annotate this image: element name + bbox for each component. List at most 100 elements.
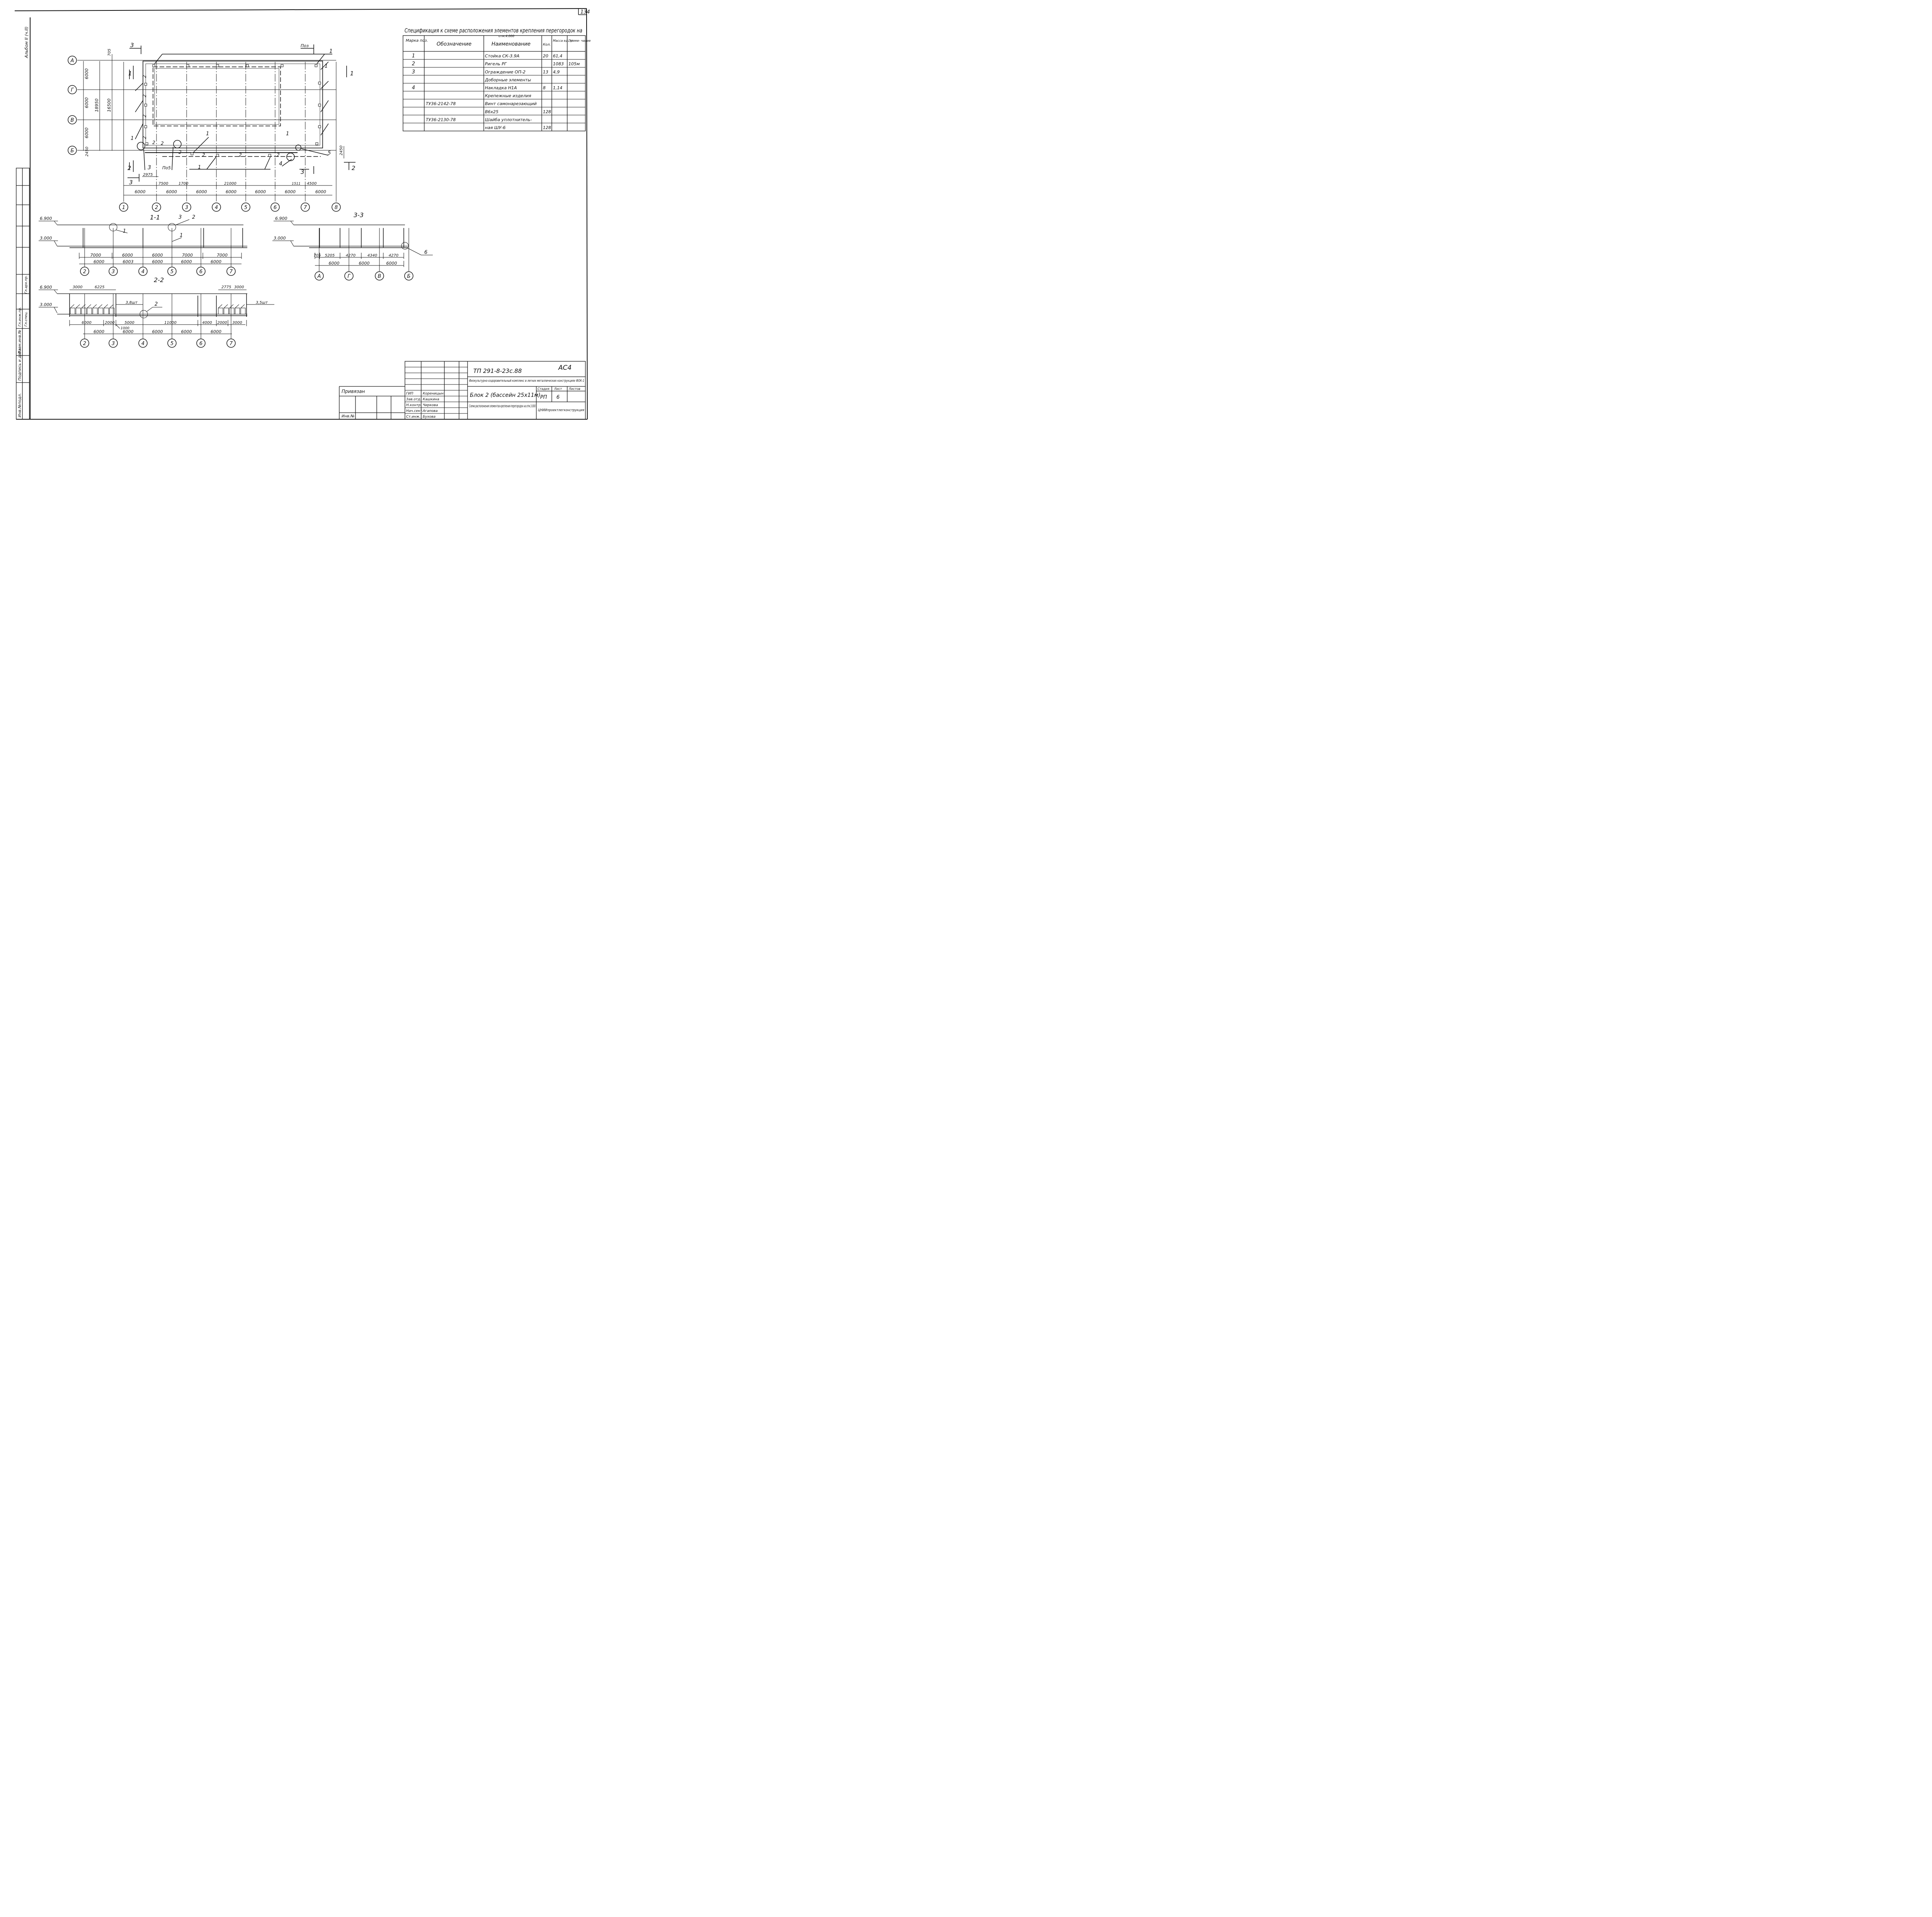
title-block-role: ГИП bbox=[406, 392, 413, 396]
plan-riegel-label: 2 bbox=[277, 152, 280, 158]
plan-post bbox=[216, 154, 219, 157]
plan-column-dim: 6000 bbox=[135, 189, 146, 194]
s11-axis-bubble-circle bbox=[109, 267, 118, 276]
plan-post bbox=[216, 64, 219, 67]
plan-callout-5: 5 bbox=[328, 150, 331, 156]
plan-sub-dim-6: 4500 bbox=[307, 182, 316, 186]
s22-panel-link bbox=[76, 304, 80, 308]
plan-row-bubble-label: Г bbox=[71, 87, 74, 93]
plan-column-bubble-circle bbox=[332, 202, 341, 212]
s33-axis-bubble-label: Б bbox=[407, 274, 411, 279]
plan-column-bubble-label: 8 bbox=[335, 205, 338, 211]
plan-column-bubble-circle bbox=[241, 202, 250, 212]
sheet-frame bbox=[14, 8, 588, 420]
plan-row-bubble-label: А bbox=[70, 58, 74, 64]
tb-stage: РП bbox=[540, 395, 547, 400]
spec-cell: 2 bbox=[412, 61, 415, 67]
s33-axis-bubble-label: Г bbox=[347, 274, 351, 279]
plan-column-bubble-label: 7 bbox=[304, 205, 307, 211]
spec-cell: 3 bbox=[412, 69, 415, 75]
spec-cell: ная ШУ-6 bbox=[485, 125, 505, 130]
spec-h-qty: Кол. bbox=[543, 43, 551, 47]
s11-axis-bubble-label: 3 bbox=[112, 269, 115, 275]
plan-sub-dim-2: 7500 bbox=[158, 182, 168, 186]
s22-axis-bubble-label: 4 bbox=[141, 341, 145, 347]
spec-cell: 1,14 bbox=[553, 85, 563, 90]
plan-column-dim: 6000 bbox=[166, 189, 177, 194]
s22-axis-bubble-circle bbox=[138, 338, 148, 348]
s33-dim-lower-value: 6000 bbox=[386, 261, 397, 266]
s33-dim-upper-value: 705 bbox=[313, 253, 321, 258]
s22-panel-link bbox=[104, 304, 108, 308]
side-stamp-glspec: Гл.спец. bbox=[24, 311, 28, 327]
plan-dimensions bbox=[83, 54, 344, 196]
s11-level-bottom: 3.000 bbox=[40, 236, 52, 241]
s11-dim-upper-value: 7000 bbox=[217, 253, 228, 258]
spec-row-lines bbox=[403, 59, 585, 131]
plan-post bbox=[144, 125, 147, 128]
s11-axis-bubble-circle bbox=[196, 267, 206, 276]
s22-panel-link bbox=[218, 304, 223, 308]
plan-column-dim: 6000 bbox=[196, 189, 207, 194]
plan-cut-3-right: 3 bbox=[301, 168, 304, 175]
s22-panel-link bbox=[87, 304, 91, 308]
plan-column-bubble-circle bbox=[152, 202, 161, 212]
s11-axis-bubble-circle bbox=[80, 267, 89, 276]
s22-dim-lower-value: 6000 bbox=[211, 329, 221, 334]
s22-axis-bubble-circle bbox=[226, 338, 236, 348]
s11-dim-lower-value: 6003 bbox=[123, 259, 134, 264]
plan-post bbox=[268, 154, 271, 157]
spec-cell: ТУ36-2142-78 bbox=[426, 101, 456, 106]
spec-cell: Крепежные изделия bbox=[485, 94, 531, 99]
s22-panel bbox=[218, 308, 223, 315]
title-block-rows bbox=[405, 367, 468, 414]
plan-row-dim-2: 6000 bbox=[84, 97, 89, 108]
plan-column-bubble-circle bbox=[212, 202, 221, 212]
s22-panel bbox=[229, 308, 235, 315]
s11-level-top: 6.900 bbox=[40, 216, 52, 221]
spec-cell: Винт самонарезающий bbox=[485, 101, 537, 106]
s33-axis-bubble-label: А bbox=[317, 274, 321, 279]
spec-cell: 4 bbox=[412, 85, 415, 91]
spec-title-sub: отм.4.000 bbox=[498, 34, 514, 38]
side-stamp-glinzh: Гл.инж.пр. bbox=[18, 307, 22, 327]
s11-callout-2: 2 bbox=[192, 214, 195, 220]
page-number: 134 bbox=[580, 9, 590, 15]
s11-dim-upper-value: 6000 bbox=[122, 253, 133, 258]
plan-sub-dim-1: 2975 bbox=[143, 173, 153, 177]
s11-dim-upper-value: 7000 bbox=[90, 253, 101, 258]
side-stamp-glarch: Гл.арх.пр. bbox=[24, 275, 28, 294]
spec-cell: Шайба уплотнитель- bbox=[485, 117, 532, 122]
tb-stage-label: Стадия bbox=[537, 387, 549, 391]
spec-cell: 8 bbox=[543, 85, 546, 90]
spec-cell: Ригель РГ bbox=[485, 61, 507, 66]
s22-panel-link bbox=[235, 304, 239, 308]
plan-riegel-label: 2 bbox=[152, 140, 155, 145]
tb-privyazan: Привязан bbox=[342, 389, 365, 394]
title-block-name: Чиркова bbox=[423, 403, 438, 407]
plan-row-bubble-label: В bbox=[71, 117, 74, 123]
s11-axis-bubble-label: 6 bbox=[199, 269, 202, 275]
s11-callout-3: 3 bbox=[179, 214, 182, 220]
s22-panel bbox=[70, 308, 75, 315]
s11-axis-bubble-label: 2 bbox=[83, 269, 86, 275]
s33-axis-bubble-circle bbox=[375, 271, 384, 281]
s11-dim-lower-value: 6000 bbox=[94, 259, 104, 264]
plan-column-bubble-label: 2 bbox=[155, 205, 158, 211]
s11-dim-upper-value: 6000 bbox=[152, 253, 163, 258]
s33-axis-bubble-circle bbox=[404, 271, 413, 281]
s22-dim-mid-value: 2000 bbox=[217, 321, 227, 325]
plan-row-bubble-circle bbox=[68, 115, 77, 124]
s22-dim-top-1: 3000 bbox=[73, 285, 82, 289]
s11-axis-bubble-label: 4 bbox=[141, 269, 145, 275]
plan-cut-2-right: 2 bbox=[352, 165, 355, 172]
album-label: Альбом II (ч.II) bbox=[24, 27, 29, 58]
spec-cell: 128 bbox=[543, 109, 551, 114]
spec-cell: В6х25 bbox=[485, 109, 498, 114]
plan-column-bubble-label: 3 bbox=[185, 205, 188, 211]
plan-riegel-label: 2 bbox=[142, 94, 147, 97]
plan-riegel-label: 2 bbox=[142, 114, 147, 117]
